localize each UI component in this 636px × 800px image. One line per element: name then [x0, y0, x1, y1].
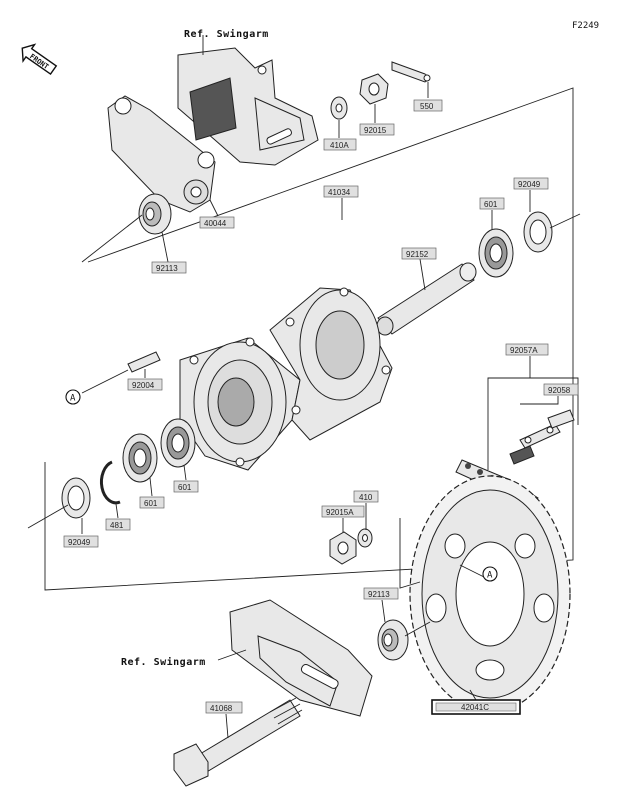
circlip-481: [99, 460, 121, 505]
label-410a-text: 410A: [330, 141, 349, 150]
axle-line-bottom-right: [404, 621, 431, 637]
nut-92015a: [329, 531, 357, 565]
leader-41068: [225, 713, 229, 739]
callout-a-top: A: [65, 389, 81, 405]
label-92049-top-text: 92049: [518, 180, 541, 189]
label-92049-bottom-text: 92049: [68, 538, 91, 547]
label-92015a-text: 92015A: [326, 508, 354, 517]
washer-410: [357, 528, 373, 548]
label-550-text: 550: [420, 102, 434, 111]
label-40044-text: 40044: [204, 219, 227, 228]
label-410a[interactable]: 410A: [323, 138, 357, 151]
callout-a-bottom: A: [482, 566, 498, 582]
bearing-601-b: [160, 418, 196, 468]
rear-sprocket-42041c: [409, 475, 571, 713]
label-550[interactable]: 550: [413, 99, 443, 112]
label-92015a[interactable]: 92015A: [321, 505, 365, 518]
label-42041c-text: 42041C: [461, 703, 489, 712]
leader-601-b: [183, 464, 187, 481]
label-92049-bottom[interactable]: 92049: [63, 535, 99, 548]
label-601-b[interactable]: 601: [173, 480, 199, 493]
label-92113-bottom-text: 92113: [368, 590, 390, 599]
label-92057a-text: 92057A: [510, 346, 538, 355]
stud-92004: [127, 351, 161, 373]
bearing-601-top: [478, 228, 514, 278]
chain-adjuster-top: [107, 95, 216, 213]
label-41034-text: 41034: [328, 188, 351, 197]
label-40044[interactable]: 40044: [199, 216, 235, 229]
label-601-a-text: 601: [144, 499, 158, 508]
axle-line-right: [549, 213, 581, 229]
sprocket-bracket-line: [399, 518, 421, 589]
axle-41068: [173, 697, 303, 787]
leader-92113-bottom: [381, 599, 386, 623]
label-92004-text: 92004: [132, 381, 155, 390]
chain-group-bracket: [488, 377, 579, 425]
label-410[interactable]: 410: [353, 490, 379, 503]
label-601-b-text: 601: [178, 483, 192, 492]
washer-410a-hole: [335, 103, 343, 113]
seal-92049-bottom: [61, 477, 91, 519]
label-92113-bottom[interactable]: 92113: [363, 587, 399, 600]
leader-ref-bottom: [217, 649, 247, 661]
callout-a-bottom-letter: A: [487, 571, 493, 581]
leader-92152: [419, 258, 426, 291]
label-92113-top-text: 92113: [156, 264, 178, 273]
label-92015[interactable]: 92015: [359, 123, 395, 136]
label-92058-text: 92058: [548, 386, 571, 395]
label-92015-text: 92015: [364, 126, 387, 135]
label-601-top-text: 601: [484, 200, 498, 209]
ref-swingarm-top-label: Ref. Swingarm: [184, 28, 269, 40]
cotter-pin-550: [391, 61, 431, 83]
master-link-92058: [509, 409, 575, 465]
label-41068[interactable]: 41068: [205, 701, 243, 714]
ref-swingarm-bottom-label: Ref. Swingarm: [121, 656, 206, 668]
leader-callout-a-top: [81, 369, 129, 394]
leader-42041c: [469, 689, 477, 701]
callout-a-top-letter: A: [70, 394, 76, 404]
swingarm-bracket-top: [177, 47, 319, 166]
label-92152[interactable]: 92152: [401, 247, 437, 260]
label-92049-top[interactable]: 92049: [513, 177, 549, 190]
seal-92049-top: [523, 211, 553, 253]
label-92152-text: 92152: [406, 250, 429, 259]
axle-line-left: [27, 504, 69, 529]
label-481-text: 481: [110, 521, 124, 530]
label-41068-text: 41068: [210, 704, 233, 713]
leader-481: [115, 503, 119, 519]
axle-line-top: [81, 214, 143, 263]
leader-92113-top: [161, 231, 169, 263]
label-42041c[interactable]: 42041C: [431, 699, 521, 715]
spacer-92152: [376, 262, 477, 336]
label-601-a[interactable]: 601: [139, 496, 165, 509]
swingarm-bracket-bottom: [229, 599, 373, 717]
front-arrow-icon: FRONT: [21, 43, 58, 76]
label-601-top[interactable]: 601: [479, 197, 505, 210]
leader-92058: [520, 396, 559, 405]
label-481[interactable]: 481: [105, 518, 131, 531]
leader-601-a: [149, 477, 153, 497]
label-92058[interactable]: 92058: [543, 383, 579, 396]
label-92004[interactable]: 92004: [127, 378, 163, 391]
collar-92113-bottom: [377, 619, 409, 661]
label-410-text: 410: [359, 493, 373, 502]
diagram-code: F2249: [572, 21, 599, 31]
wheel-hub-41034: [179, 287, 393, 471]
label-92113-top[interactable]: 92113: [151, 261, 187, 274]
nut-92015: [359, 73, 389, 105]
label-92057a[interactable]: 92057A: [505, 343, 549, 356]
bearing-601-a: [122, 433, 158, 483]
leader-40044: [209, 199, 219, 217]
label-41034[interactable]: 41034: [323, 185, 359, 198]
hub-assembly-outline: [44, 87, 574, 591]
collar-92113-top: [138, 193, 172, 235]
